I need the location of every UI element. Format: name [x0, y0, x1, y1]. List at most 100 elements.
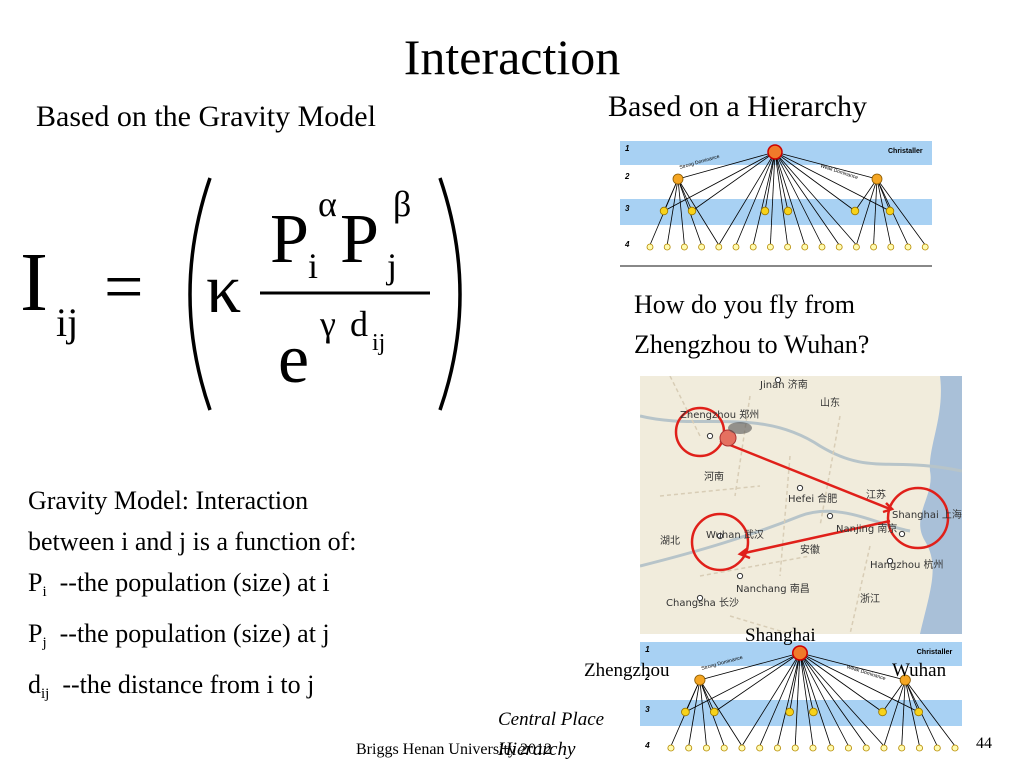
- item-text: --the population (size) at j: [46, 619, 330, 648]
- map-label-zhengzhou: Zhengzhou 郑州: [680, 408, 759, 421]
- level-4-node: [702, 744, 710, 752]
- level-3-node: [885, 206, 895, 216]
- link: [794, 652, 801, 747]
- link: [699, 679, 743, 747]
- city-dot: [706, 432, 714, 440]
- map-label-hubei: 湖北: [660, 535, 680, 547]
- level-4-node: [933, 744, 941, 752]
- wuhan-circle: [690, 512, 750, 572]
- link: [685, 679, 701, 713]
- route-zhengzhou-shanghai: [719, 439, 891, 511]
- level-4-node: [738, 744, 746, 752]
- level-2-node: [899, 674, 911, 686]
- level-4-node: [898, 744, 906, 752]
- link: [777, 652, 801, 747]
- city-dot: [796, 484, 804, 492]
- level-4-node: [646, 243, 654, 251]
- map-label-changsha: Changsha 长沙: [666, 597, 739, 609]
- city-dot: [898, 530, 906, 538]
- level-2-node: [694, 674, 706, 686]
- level-3-node: [659, 206, 669, 216]
- label-wuhan: Wuhan: [892, 660, 947, 681]
- link: [876, 178, 926, 246]
- link: [774, 151, 806, 246]
- level-4-node: [827, 744, 835, 752]
- level-4-node: [887, 243, 895, 251]
- level-4-node: [835, 243, 843, 251]
- link: [799, 652, 814, 747]
- link: [799, 652, 883, 713]
- level-number: 4: [624, 240, 630, 249]
- map-label-zhejiang: 浙江: [860, 593, 880, 605]
- level-4-node: [844, 744, 852, 752]
- formula-kappa: κ: [206, 251, 241, 328]
- item-text: --the population (size) at i: [46, 568, 330, 597]
- formula-Pi: P: [270, 201, 309, 278]
- link: [677, 178, 685, 246]
- level-4-node: [818, 243, 826, 251]
- link: [799, 652, 814, 713]
- link: [677, 178, 693, 212]
- link: [688, 679, 701, 747]
- hierarchy-links: [670, 652, 956, 747]
- level-1-node: [791, 645, 808, 661]
- item-symbol: P: [28, 568, 43, 597]
- level-3-node: [809, 707, 818, 717]
- link: [799, 652, 906, 681]
- map-label-hangzhou: Hangzhou 杭州: [870, 558, 944, 571]
- city-dot: [826, 512, 834, 520]
- level-4-node: [732, 243, 740, 251]
- level-3-node: [914, 707, 923, 717]
- level-2-node: [672, 173, 684, 185]
- page-number: 44: [976, 735, 992, 752]
- formula-beta: β: [393, 184, 411, 224]
- link: [799, 652, 849, 747]
- level-4-node: [766, 243, 774, 251]
- province-borders: [659, 376, 871, 634]
- level-3-node: [709, 707, 719, 717]
- level-4-node: [663, 243, 671, 251]
- gravity-formula: I ij = κ P i α P j β e γ d ij: [20, 170, 490, 420]
- item-sub: j: [42, 635, 47, 651]
- level-4-node: [880, 744, 888, 752]
- link: [774, 151, 789, 212]
- item-text: --the distance from i to j: [49, 670, 315, 699]
- level-4-node: [921, 243, 929, 251]
- map-label-nanchang: Nanchang 南昌: [736, 582, 810, 595]
- formula-gamma: γ: [319, 304, 336, 344]
- explanation-line-1: Gravity Model: Interaction: [28, 486, 309, 515]
- right-header: Based on a Hierarchy: [608, 90, 868, 123]
- map-label-wuhan: Wuhan 武汉: [706, 528, 764, 541]
- link: [882, 679, 906, 713]
- formula-i-sub: i: [308, 246, 318, 286]
- link: [677, 151, 776, 180]
- slide-title: Interaction: [403, 29, 621, 85]
- link: [904, 679, 920, 747]
- link: [699, 679, 707, 747]
- formula-I: I: [20, 236, 48, 329]
- link: [759, 652, 801, 747]
- link: [799, 652, 885, 747]
- level-4-node: [685, 744, 693, 752]
- link: [770, 151, 776, 246]
- map-label-nanjing: Nanjing 南京: [836, 522, 897, 535]
- link: [876, 178, 892, 246]
- link: [789, 652, 801, 713]
- question-text: How do you fly from Zhengzhou to Wuhan?: [634, 285, 869, 365]
- link: [699, 679, 715, 713]
- level-4-node: [951, 744, 959, 752]
- level-4-node: [791, 744, 799, 752]
- link: [677, 178, 720, 246]
- level-4-node: [681, 243, 688, 251]
- city-dot: [886, 557, 894, 565]
- link: [774, 151, 857, 246]
- hierarchy-links: [649, 151, 926, 246]
- link: [699, 652, 801, 681]
- link: [774, 151, 840, 246]
- link: [854, 178, 878, 212]
- level-number: 2: [644, 673, 650, 682]
- explanation-item: Pi --the population (size) at i: [28, 562, 357, 613]
- left-paren: [188, 177, 212, 411]
